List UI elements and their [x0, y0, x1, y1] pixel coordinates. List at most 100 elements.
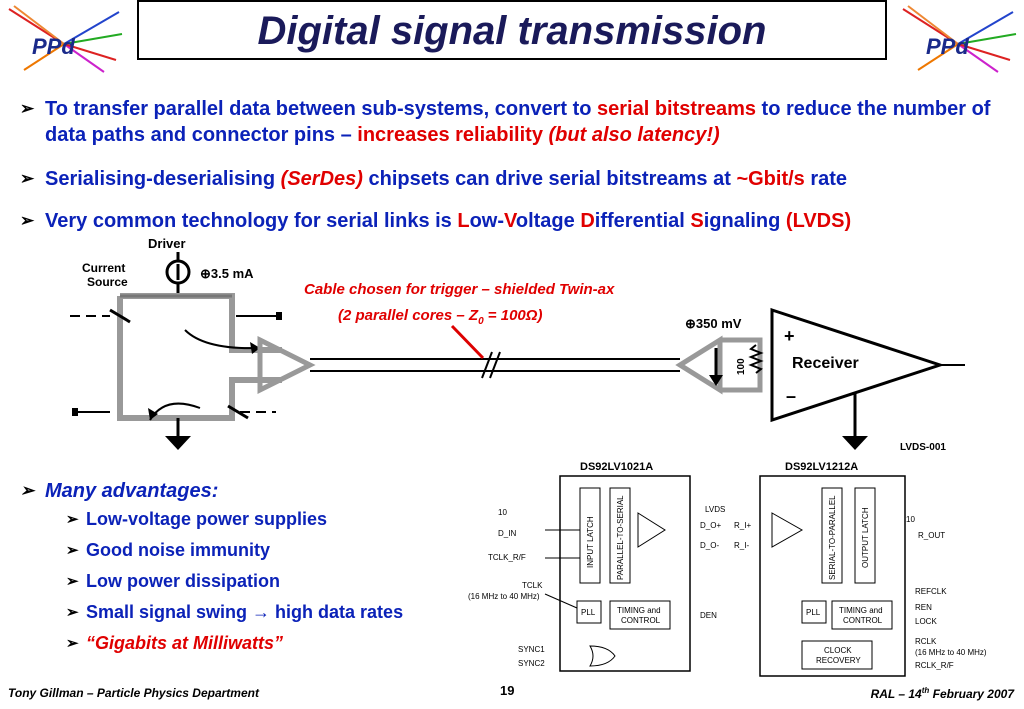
serdes-diagram: DS92LV1021A DS92LV1212A INPUT LATCH PARA… — [468, 461, 987, 677]
svg-text:REFCLK: REFCLK — [915, 587, 947, 596]
input-latch-label: INPUT LATCH — [586, 516, 595, 568]
text-run: (but also latency!) — [548, 124, 720, 146]
voltage-label: ⊕350 mV — [685, 316, 742, 331]
svg-text:TCLK: TCLK — [522, 581, 543, 590]
text-run: V — [504, 210, 516, 232]
output-latch-label: OUTPUT LATCH — [861, 507, 870, 568]
lvds-diagram: Driver Current Source ⊕3.5 mA ⊕350 mV 10… — [70, 236, 965, 453]
svg-text:10: 10 — [906, 515, 915, 524]
bullet-1: ➢ To transfer parallel data between sub-… — [20, 96, 1015, 148]
svg-text:R_I-: R_I- — [734, 541, 749, 550]
cable-note-line2: (2 parallel cores – Z0 = 100Ω) — [338, 307, 543, 327]
resistor-label: 100 — [736, 358, 747, 375]
svg-text:LVDS: LVDS — [705, 505, 725, 514]
cable-note: Cable chosen for trigger – shielded Twin… — [304, 277, 614, 335]
svg-text:(16 MHz to 40 MHz): (16 MHz to 40 MHz) — [468, 592, 540, 601]
serializer-chip-label: DS92LV1021A — [580, 461, 653, 473]
svg-text:D_O+: D_O+ — [700, 521, 721, 530]
advantage-item: ➢Low-voltage power supplies — [66, 504, 480, 535]
svg-text:CONTROL: CONTROL — [621, 616, 661, 625]
receiver-label: Receiver — [792, 355, 859, 372]
text-run: Serialising-deserialising — [45, 168, 281, 190]
svg-text:RECOVERY: RECOVERY — [816, 656, 861, 665]
page-number: 19 — [500, 683, 515, 698]
title-box: Digital signal transmission — [137, 0, 887, 60]
text-run: (LVDS) — [785, 210, 852, 232]
driver-label: Driver — [148, 236, 186, 251]
text-run: ignaling — [703, 210, 786, 232]
text-run: D — [580, 210, 595, 232]
footer-venue: RAL – 14th February 2007 — [870, 686, 1014, 701]
svg-text:CONTROL: CONTROL — [843, 616, 883, 625]
text-run: increases reliability — [357, 124, 549, 146]
advantages-list: ➢ Many advantages: ➢Low-voltage power su… — [20, 478, 480, 659]
resistor-icon — [748, 344, 764, 374]
bullet-3: ➢ Very common technology for serial link… — [20, 208, 1015, 234]
text-run: (SerDes) — [280, 168, 363, 190]
ppd-logo-right: PPd — [902, 5, 1017, 73]
serializer-box — [559, 475, 691, 672]
svg-text:PLL: PLL — [806, 608, 821, 617]
svg-text:TCLK_R/F: TCLK_R/F — [488, 553, 526, 562]
svg-text:DEN: DEN — [700, 611, 717, 620]
footer-author: Tony Gillman – Particle Physics Departme… — [8, 686, 259, 700]
deserializer-box — [759, 475, 906, 677]
svg-text:RCLK_R/F: RCLK_R/F — [915, 661, 954, 670]
bullet-arrow-icon: ➢ — [66, 542, 79, 559]
advantage-item: ➢“Gigabits at Milliwatts” — [66, 628, 480, 659]
logo-text: PPd — [926, 34, 969, 59]
current-source-label: Current — [82, 261, 125, 275]
receiver-minus: – — [786, 386, 796, 406]
text-run: Very common technology for serial links … — [45, 210, 458, 232]
ser-to-par-label: SERIAL-TO-PARALLEL — [828, 495, 837, 580]
cable-pointer-arrow — [450, 324, 485, 360]
ppd-logo-left: PPd — [8, 5, 123, 73]
svg-text:CLOCK: CLOCK — [824, 646, 852, 655]
bullet-2: ➢ Serialising-deserialising (SerDes) chi… — [20, 166, 1015, 192]
text-run: serial bitstreams — [597, 98, 756, 120]
svg-text:LOCK: LOCK — [915, 617, 937, 626]
deserializer-chip-label: DS92LV1212A — [785, 461, 858, 473]
slide-title: Digital signal transmission — [257, 9, 767, 53]
svg-text:SYNC1: SYNC1 — [518, 645, 545, 654]
bullet-arrow-icon: ➢ — [66, 511, 79, 528]
bullet-arrow-icon: ➢ — [20, 169, 35, 188]
bullet-arrow-icon: ➢ — [20, 481, 35, 500]
svg-text:SYNC2: SYNC2 — [518, 659, 545, 668]
text-run: rate — [804, 168, 848, 190]
bullet-arrow-icon: ➢ — [20, 211, 35, 230]
svg-text:D_IN: D_IN — [498, 529, 516, 538]
pll-label: PLL — [581, 608, 596, 617]
svg-text:(16 MHz to 40 MHz): (16 MHz to 40 MHz) — [915, 648, 987, 657]
bullet-arrow-icon: ➢ — [20, 99, 35, 118]
svg-text:10: 10 — [498, 508, 507, 517]
bullet-text: Very common technology for serial links … — [45, 208, 1015, 234]
par-to-ser-label: PARALLEL-TO-SERIAL — [616, 495, 625, 580]
bullet-text: Serialising-deserialising (SerDes) chips… — [45, 166, 1015, 192]
svg-text:R_I+: R_I+ — [734, 521, 751, 530]
advantage-item: ➢Small signal swing → high data rates — [66, 597, 480, 628]
text-run: To transfer parallel data between sub-sy… — [45, 98, 598, 120]
svg-text:TIMING and: TIMING and — [617, 606, 661, 615]
text-run: S — [690, 210, 704, 232]
receiver-plus: + — [784, 326, 795, 346]
text-run: ~Gbit/s — [736, 168, 805, 190]
svg-text:TIMING and: TIMING and — [839, 606, 883, 615]
text-run: to reduce the number of data paths and c… — [45, 98, 991, 146]
text-run: chipsets can drive serial bitstreams at — [362, 168, 737, 190]
bullet-text: To transfer parallel data between sub-sy… — [45, 96, 1015, 148]
advantage-item: ➢Good noise immunity — [66, 535, 480, 566]
bullet-arrow-icon: ➢ — [66, 604, 79, 621]
advantages-heading: ➢ Many advantages: — [20, 480, 219, 502]
advantage-item: ➢Low power dissipation — [66, 566, 480, 597]
svg-text:D_O-: D_O- — [700, 541, 719, 550]
bullet-arrow-icon: ➢ — [66, 635, 79, 652]
text-run: oltage — [515, 210, 581, 232]
svg-text:R_OUT: R_OUT — [918, 531, 945, 540]
figure-id: LVDS-001 — [900, 442, 946, 453]
bullet-arrow-icon: ➢ — [66, 573, 79, 590]
svg-text:RCLK: RCLK — [915, 637, 937, 646]
current-label: ⊕3.5 mA — [200, 266, 254, 281]
text-run: ifferential — [594, 210, 691, 232]
current-source-label: Source — [87, 275, 128, 289]
